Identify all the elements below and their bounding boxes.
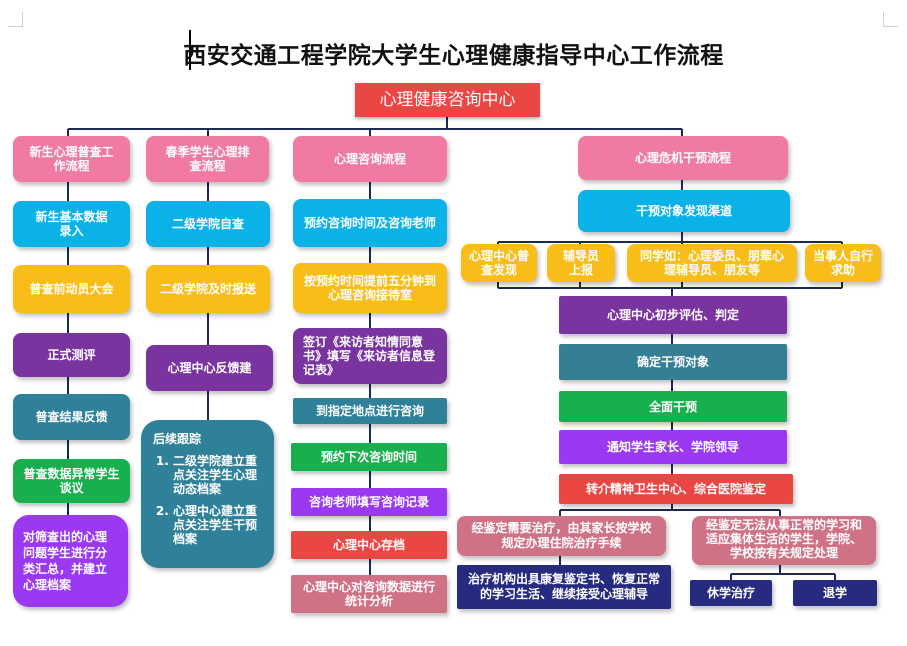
col3-step: 按预约时间提前五分钟到心理咨询接待室 <box>293 263 447 313</box>
col2-step: 二级学院及时报送 <box>146 265 270 313</box>
followup-item: 心理中心建立重点关注学生干预档案 <box>173 504 266 546</box>
col3-step: 预约下次咨询时间 <box>291 443 447 471</box>
discovery-source: 心理中心普查发现 <box>461 244 537 282</box>
crisis-step: 通知学生家长、学院领导 <box>559 430 787 464</box>
left-result: 治疗机构出具康复鉴定书、恢复正常的学习生活、继续接受心理辅导 <box>457 565 671 609</box>
followup-item: 二级学院建立重点关注学生心理动态档案 <box>173 454 266 496</box>
page-corner-mark <box>8 12 23 27</box>
col3-head: 心理咨询流程 <box>293 136 447 182</box>
crisis-step: 转介精神卫生中心、综合医院鉴定 <box>559 474 793 504</box>
col1-step: 正式测评 <box>13 333 130 377</box>
col1-step: 普查结果反馈 <box>13 394 130 440</box>
crisis-step: 心理中心初步评估、判定 <box>559 296 787 334</box>
col2-head: 春季学生心理排查流程 <box>146 136 269 182</box>
col3-step: 心理中心对咨询数据进行统计分析 <box>291 575 447 613</box>
col3-step: 心理中心存档 <box>291 531 447 559</box>
discovery-channel: 干预对象发现渠道 <box>578 190 790 232</box>
col3-step: 预约咨询时间及咨询老师 <box>293 199 447 247</box>
col1-step: 新生基本数据录入 <box>13 201 130 247</box>
branch-left: 经鉴定需要治疗，由其家长按学校规定办理住院治疗手续 <box>457 516 666 556</box>
col1-step: 普查数据异常学生谈议 <box>13 459 130 503</box>
discovery-source: 辅导员上报 <box>547 244 615 282</box>
branch-right: 经鉴定无法从事正常的学习和适应集体生活的学生，学院、学校按有关规定处理 <box>692 516 876 565</box>
col1-head: 新生心理普查工作流程 <box>13 136 130 182</box>
col2-step: 心理中心反馈建 <box>146 345 273 391</box>
col2-step: 二级学院自查 <box>146 201 270 247</box>
crisis-step: 全面干预 <box>559 391 787 422</box>
followup-panel: 后续跟踪 二级学院建立重点关注学生心理动态档案 心理中心建立重点关注学生干预档案 <box>141 420 274 568</box>
discovery-source: 当事人自行求助 <box>805 244 881 282</box>
col3-step: 到指定地点进行咨询 <box>293 398 447 424</box>
page-title: 西安交通工程学院大学生心理健康指导中心工作流程 <box>183 43 724 69</box>
page-corner-mark <box>883 12 898 27</box>
discovery-source: 同学如：心理委员、朋辈心理辅导员、朋友等 <box>627 244 797 282</box>
root-node: 心理健康咨询中心 <box>355 83 540 117</box>
col4-head: 心理危机干预流程 <box>578 136 788 180</box>
col3-step: 咨询老师填写咨询记录 <box>291 488 447 516</box>
col1-step: 对筛查出的心理问题学生进行分类汇总，并建立心理档案 <box>13 515 128 607</box>
col3-step: 签订《来访者知情同意书》填写《来访者信息登记表》 <box>293 328 447 384</box>
right-result-suspend: 休学治疗 <box>690 580 772 606</box>
followup-title: 后续跟踪 <box>153 432 202 446</box>
right-result-withdraw: 退学 <box>793 580 877 606</box>
crisis-step: 确定干预对象 <box>559 344 787 380</box>
text-cursor <box>189 30 191 70</box>
col1-step: 普查前动员大会 <box>13 265 130 313</box>
